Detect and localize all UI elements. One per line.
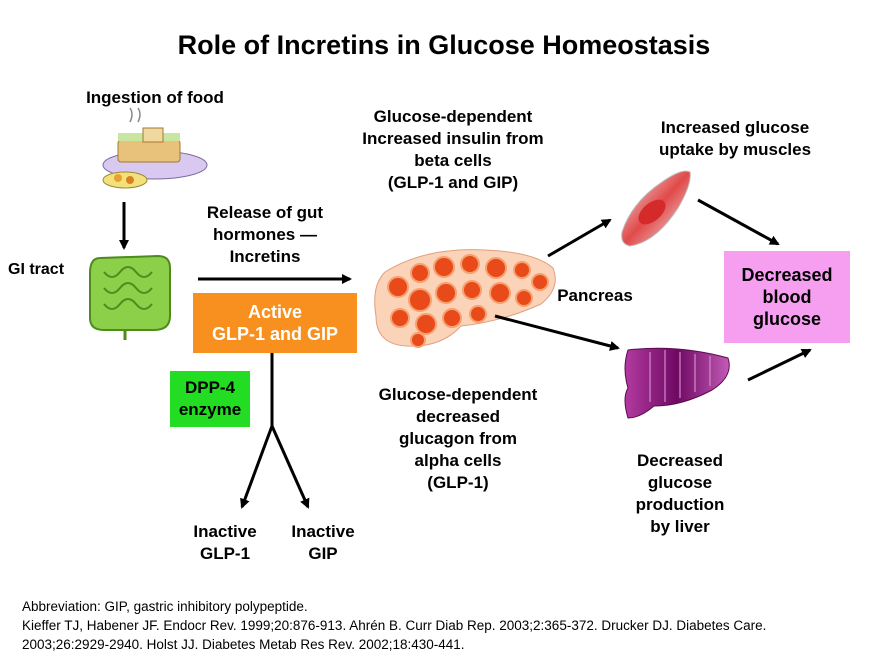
insulin-label: Glucose-dependent Increased insulin from… bbox=[338, 106, 568, 194]
reference-line-1: Kieffer TJ, Habener JF. Endocr Rev. 1999… bbox=[22, 618, 767, 633]
split-to-inactive-gip-arrow bbox=[270, 425, 310, 509]
inactive-glp1-label: Inactive GLP-1 bbox=[180, 521, 270, 565]
inactive-glp1-line: Inactive bbox=[193, 522, 257, 541]
release-line: Release of gut bbox=[206, 203, 324, 222]
intestine-icon bbox=[89, 254, 171, 340]
split-to-inactive-glp1-arrow bbox=[240, 425, 274, 509]
arrows bbox=[119, 198, 812, 509]
blood-box-line: blood bbox=[762, 287, 812, 307]
active-box-line: GLP-1 and GIP bbox=[211, 324, 339, 344]
inactive-glp1-line: GLP-1 bbox=[199, 544, 251, 563]
reference-line-2: 2003;26:2929-2940. Holst JJ. Diabetes Me… bbox=[22, 637, 465, 652]
diagram-title: Role of Incretins in Glucose Homeostasis bbox=[177, 30, 711, 60]
insulin-line: (GLP-1 and GIP) bbox=[387, 173, 519, 192]
glucagon-line: Glucose-dependent bbox=[378, 385, 538, 404]
pancreas-to-muscle-arrow bbox=[547, 218, 612, 258]
insulin-line: Glucose-dependent bbox=[373, 107, 533, 126]
insulin-line: beta cells bbox=[414, 151, 492, 170]
active-glp1-gip-box: Active GLP-1 and GIP bbox=[193, 293, 357, 353]
liver-icon bbox=[624, 347, 730, 419]
inactive-gip-label: Inactive GIP bbox=[278, 521, 368, 565]
decreased-blood-glucose-box: Decreased blood glucose bbox=[724, 251, 850, 343]
dpp4-box-line: DPP-4 bbox=[184, 378, 236, 397]
muscle-line: uptake by muscles bbox=[658, 140, 812, 159]
muscle-icon bbox=[621, 170, 691, 247]
blood-box-line: glucose bbox=[752, 309, 822, 329]
dpp4-enzyme-box: DPP-4 enzyme bbox=[170, 371, 250, 427]
food-plate-icon bbox=[102, 107, 208, 189]
liver-line: glucose bbox=[647, 473, 713, 492]
active-box-line: Active bbox=[247, 302, 303, 322]
glucagon-line: decreased bbox=[415, 407, 501, 426]
gi-tract-label: GI tract bbox=[8, 261, 65, 278]
muscle-label: Increased glucose uptake by muscles bbox=[630, 117, 840, 161]
muscle-line: Increased glucose bbox=[660, 118, 810, 137]
glucagon-line: alpha cells bbox=[414, 451, 502, 470]
liver-line: by liver bbox=[650, 517, 710, 536]
pancreas-label: Pancreas bbox=[557, 286, 633, 305]
liver-label: Decreased glucose production by liver bbox=[605, 450, 755, 538]
liver-to-blood-arrow bbox=[747, 348, 812, 382]
glucagon-line: glucagon from bbox=[398, 429, 518, 448]
release-line: hormones — bbox=[213, 225, 317, 244]
glucagon-line: (GLP-1) bbox=[427, 473, 489, 492]
abbreviation-note: Abbreviation: GIP, gastric inhibitory po… bbox=[22, 599, 308, 614]
liver-line: production bbox=[635, 495, 725, 514]
pancreas-icon bbox=[374, 249, 556, 348]
release-line: Incretins bbox=[229, 247, 301, 266]
dpp4-box-line: enzyme bbox=[178, 400, 242, 419]
muscle-to-blood-arrow bbox=[697, 198, 780, 246]
inactive-gip-line: GIP bbox=[308, 544, 338, 563]
release-label: Release of gut hormones — Incretins bbox=[175, 202, 355, 268]
blood-box-line: Decreased bbox=[741, 265, 833, 285]
pancreas-to-liver-arrow bbox=[494, 314, 620, 351]
inactive-gip-line: Inactive bbox=[291, 522, 355, 541]
liver-line: Decreased bbox=[636, 451, 723, 470]
ingestion-label: Ingestion of food bbox=[86, 88, 224, 107]
insulin-line: Increased insulin from bbox=[362, 129, 544, 148]
glucagon-label: Glucose-dependent decreased glucagon fro… bbox=[348, 384, 568, 494]
